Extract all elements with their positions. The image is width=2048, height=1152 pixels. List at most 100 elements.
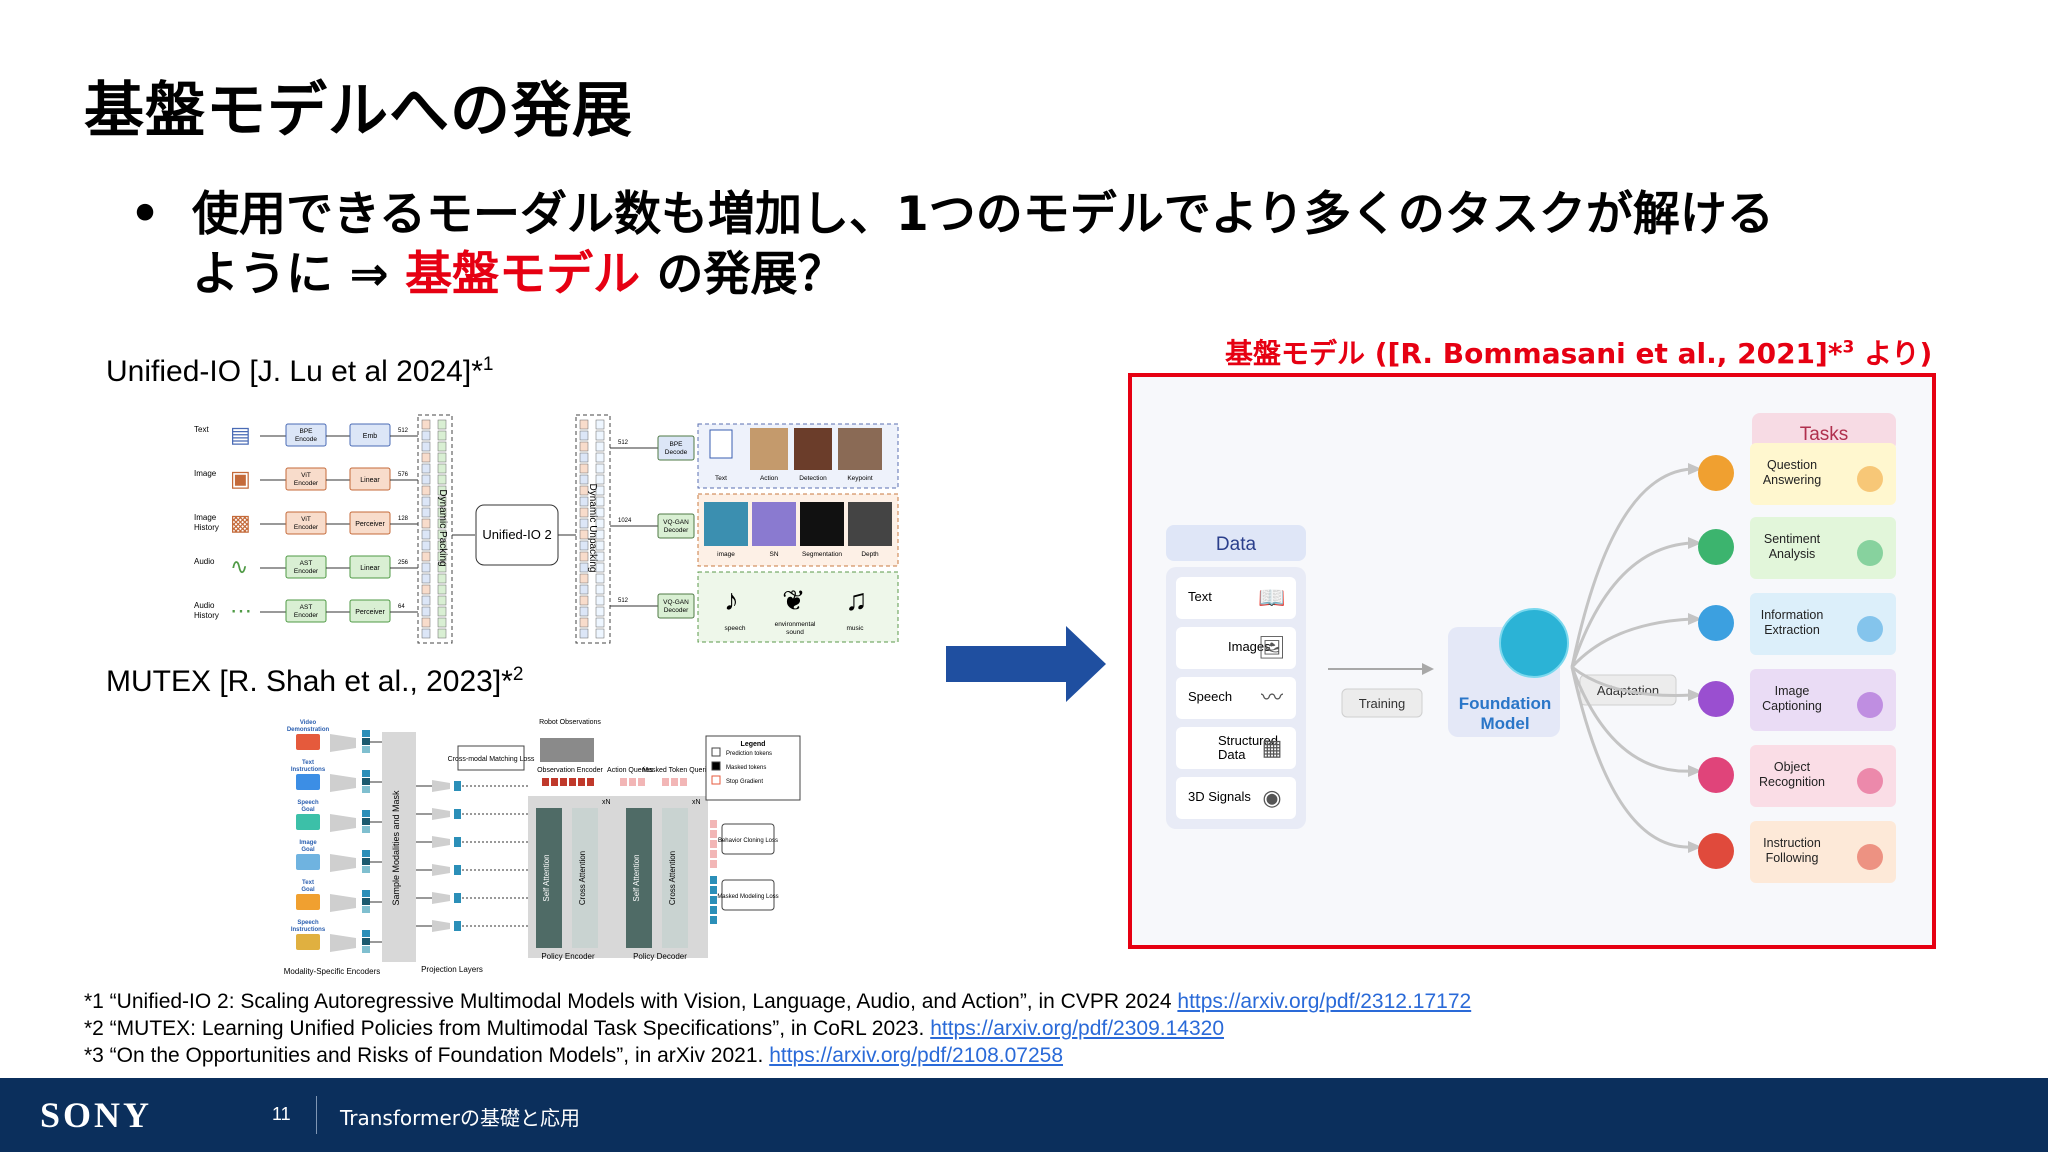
footnote-1-text: *1 “Unified-IO 2: Scaling Autoregressive… (84, 990, 1178, 1013)
mutex-pred-token (710, 860, 717, 868)
mutex-encoder-shape (330, 894, 356, 912)
mutex-proj-token (454, 893, 461, 903)
uio-unpack-token (595, 518, 605, 529)
footer-divider (316, 1096, 317, 1134)
footnote-3-link[interactable]: https://arxiv.org/pdf/2108.07258 (769, 1044, 1064, 1067)
uio-pack-token (421, 540, 431, 551)
uio-pack-token (437, 463, 447, 474)
footnote-2-link[interactable]: https://arxiv.org/pdf/2309.14320 (930, 1017, 1225, 1040)
mutex-obs-token (569, 778, 576, 786)
fm-data-item-label: Structured (1218, 733, 1278, 748)
mutex-masked-token (680, 778, 687, 786)
fm-task-label: Answering (1763, 473, 1821, 487)
mutex-pred-token (710, 916, 717, 924)
data-header-box (1166, 525, 1306, 561)
fm-data-item-box (1176, 777, 1296, 819)
uio-encoder-box (285, 511, 327, 535)
behavior-cloning-box (721, 823, 775, 855)
mutex-input-icon (296, 894, 320, 910)
xn-label-encoder: xN (602, 799, 611, 806)
sony-logo: SONY (40, 1095, 153, 1135)
uio-unpack-token (579, 595, 589, 606)
uio-pack-token (437, 606, 447, 617)
mutex-input-icon (296, 774, 320, 790)
uio-pack-token (421, 628, 431, 639)
uio-unpack-token (595, 617, 605, 628)
uio-unpack-token (595, 628, 605, 639)
decoder-cross-attention-label: Cross Attention (668, 851, 677, 905)
uio-decoder-label: BPE (669, 441, 683, 448)
mutex-input-label: Goal (301, 887, 315, 893)
mutex-obs-token (551, 778, 558, 786)
uio-unpack-token (579, 518, 589, 529)
uio-unpack-token (595, 485, 605, 496)
uio-projection-label: Perceiver (355, 609, 385, 616)
uio-encoder-box (285, 555, 327, 579)
unified-io-label-text: Unified-IO [J. Lu et al 2024]* (106, 355, 483, 388)
mutex-legend-swatch (711, 747, 721, 757)
image-thumb (704, 502, 748, 546)
uio-output-label: speech (725, 625, 746, 632)
uio-pack-token (421, 496, 431, 507)
uio-pack-token (421, 430, 431, 441)
uio-pack-token (421, 595, 431, 606)
uio-decoder-label: Decoder (664, 527, 689, 534)
tasks-header-box (1752, 413, 1896, 451)
mutex-token (362, 818, 370, 825)
uio-unpack-token (595, 529, 605, 540)
action-queries-label: Action Queries (607, 767, 653, 774)
mutex-token (362, 826, 370, 833)
fm-data-item-label: Speech (1188, 689, 1232, 704)
uio-pack-token (437, 584, 447, 595)
uio-dim-label: 512 (398, 428, 409, 434)
uio-encoder-label: ViT (301, 516, 311, 523)
mutex-projection-shape (432, 808, 450, 820)
mutex-input-label: Speech (297, 920, 319, 926)
mutex-pred-token (710, 820, 717, 828)
foundation-model-label-line2: Model (1480, 714, 1529, 733)
fm-data-item-label: 3D Signals (1188, 789, 1251, 804)
uio-pack-token (421, 463, 431, 474)
bullet-point: • 使用できるモーダル数も増加し、1つのモデルでより多くのタスクが解ける ように… (130, 185, 1950, 305)
uio-input-label: Image (194, 513, 217, 522)
mutex-proj-token (454, 781, 461, 791)
uio-pack-token (437, 518, 447, 529)
uio-unpack-token (579, 452, 589, 463)
uio-pack-token (437, 452, 447, 463)
fm-data-item-icon: ◉ (1262, 785, 1281, 810)
unified-io-label: Unified-IO [J. Lu et al 2024]*1 (106, 354, 493, 389)
fm-task-orb-icon (1698, 681, 1734, 717)
footnotes: *1 “Unified-IO 2: Scaling Autoregressive… (84, 988, 1471, 1069)
uio-unpack-token (579, 617, 589, 628)
fm-task-illustration-icon (1857, 692, 1883, 718)
uio-input-icon: ∿ (230, 554, 248, 579)
uio-decoder-label: Decoder (664, 607, 689, 614)
mutex-encoder-shape (330, 814, 356, 832)
uio-projection-label: Emb (363, 433, 378, 440)
uio-unpack-token (579, 529, 589, 540)
uio-input-icon: ⋯ (230, 598, 252, 623)
mutex-token (362, 786, 370, 793)
fm-adaptation-curve (1570, 666, 1693, 773)
slide-title: 基盤モデルへの発展 (84, 76, 633, 146)
mutex-input-icon (296, 854, 320, 870)
fm-data-item-box (1176, 727, 1296, 769)
legend-title: Legend (741, 741, 766, 748)
uio-output-label: Segmentation (802, 551, 842, 558)
mutex-token (362, 890, 370, 897)
mutex-encoder-shape (330, 774, 356, 792)
cross-attention-label: Cross Attention (578, 851, 587, 905)
uio-pack-token (421, 529, 431, 540)
uio-unpack-token (579, 474, 589, 485)
action-thumb (750, 428, 788, 470)
uio-pack-token (437, 496, 447, 507)
unpacking-box (575, 414, 611, 644)
masked-queries-label: Masked Token Queries (642, 767, 714, 774)
mutex-projection-shape (432, 864, 450, 876)
segmentation-thumb (800, 502, 844, 546)
uio-unpack-token (579, 562, 589, 573)
dynamic-packing-label: Dynamic Packing (437, 489, 448, 566)
uio-unpack-token (595, 507, 605, 518)
footnote-1-link[interactable]: https://arxiv.org/pdf/2312.17172 (1177, 990, 1472, 1013)
